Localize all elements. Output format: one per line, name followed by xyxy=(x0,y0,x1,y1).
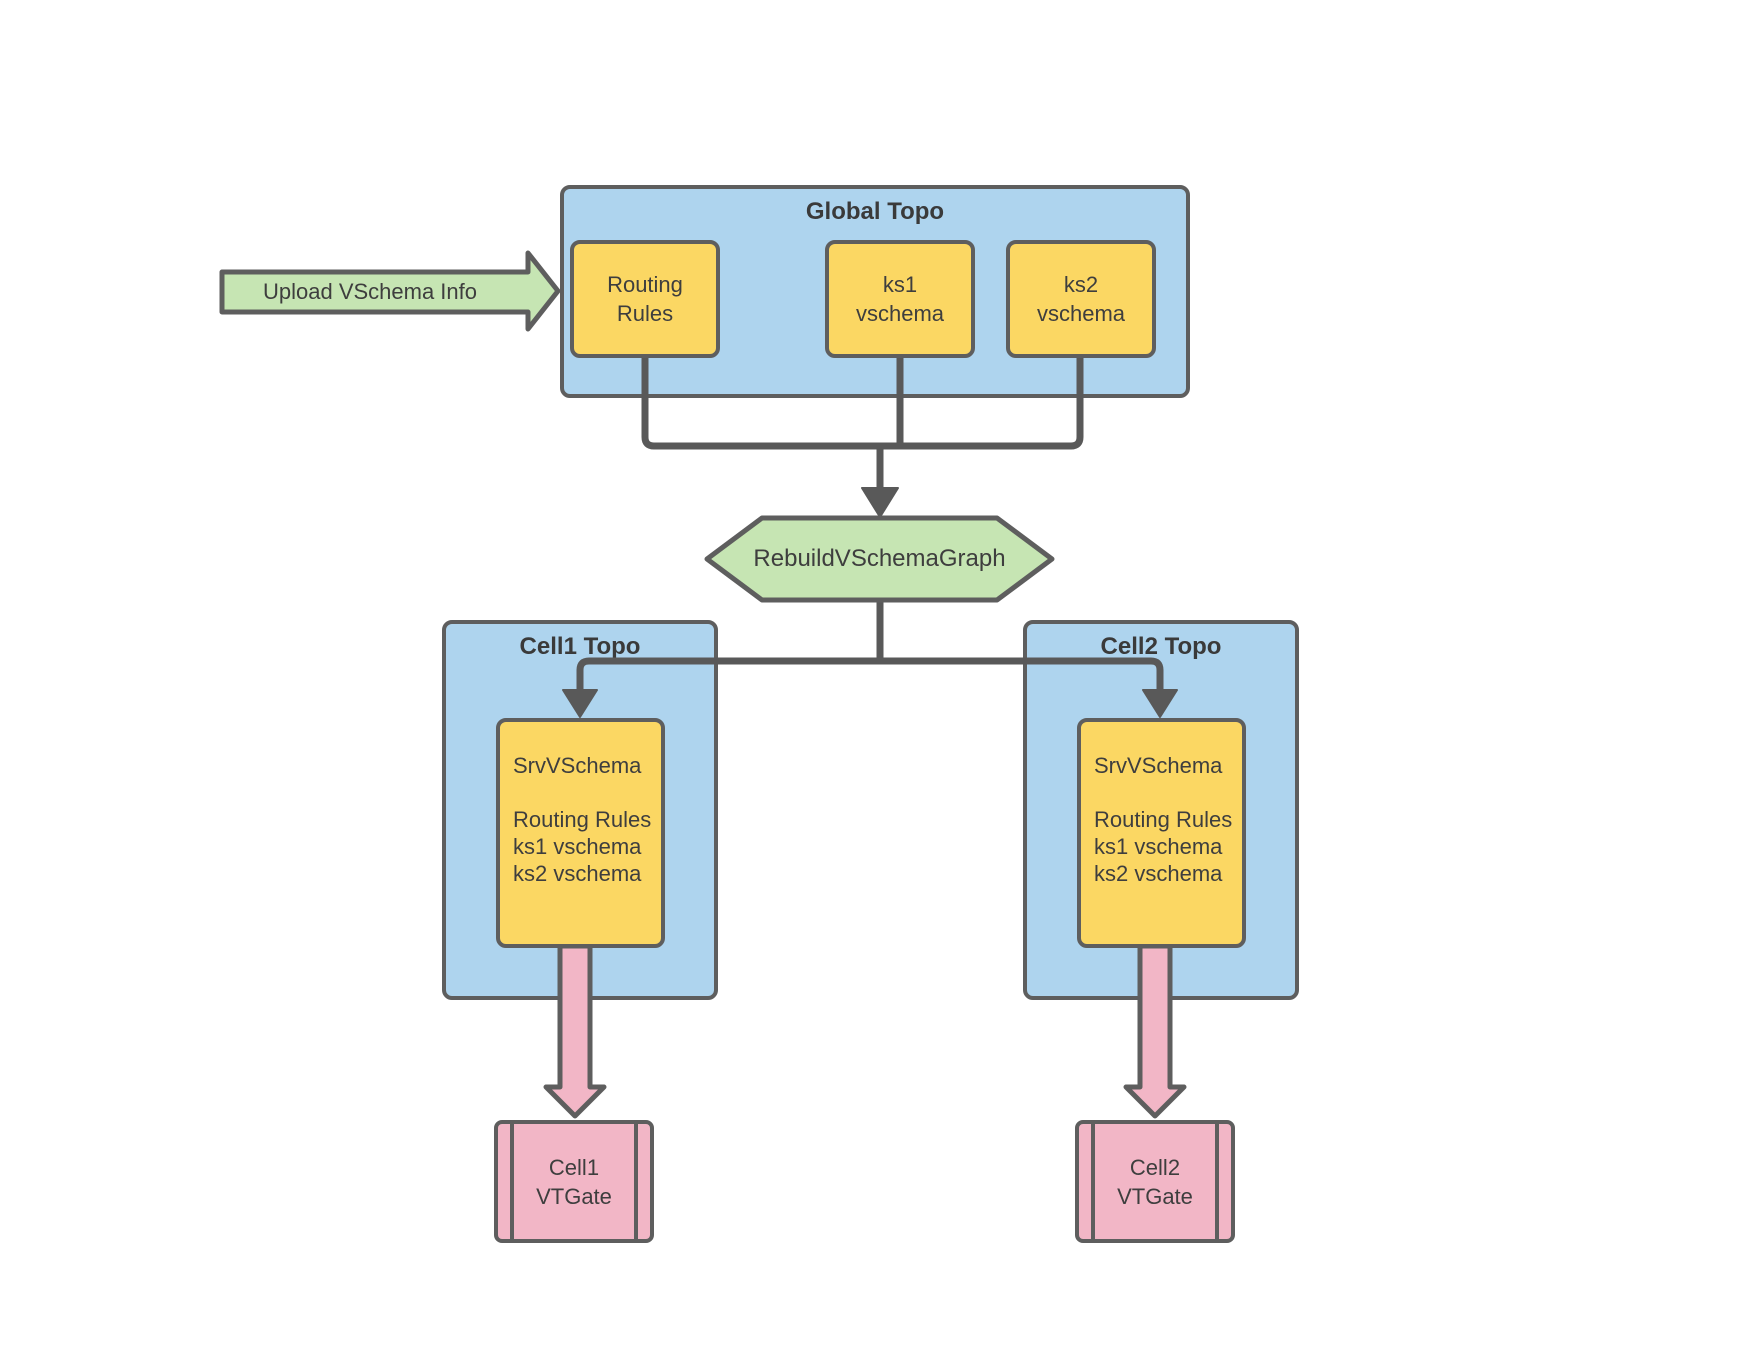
cell2-vtgate-box: Cell2 VTGate xyxy=(1075,1120,1235,1243)
upload-arrow-label: Upload VSchema Info xyxy=(222,272,518,312)
ks2-vschema-line2: vschema xyxy=(1036,301,1126,326)
global-topo-title: Global Topo xyxy=(805,198,945,225)
routing-rules-line1: Routing xyxy=(607,272,683,297)
cell1-srv-line5: ks2 vschema xyxy=(513,861,642,886)
ks1-vschema-line2: vschema xyxy=(855,301,945,326)
routing-rules-box: Routing Rules xyxy=(570,240,720,358)
cell1-vtgate-box: Cell1 VTGate xyxy=(494,1120,654,1243)
cell1-vtgate-right-divider xyxy=(634,1124,638,1239)
ks1-vschema-line1: ks1 xyxy=(882,272,918,297)
ks2-vschema-box: ks2 vschema xyxy=(1006,240,1156,358)
routing-rules-line2: Rules xyxy=(616,301,674,326)
cell2-srvvschema-box: SrvVSchema Routing Rules ks1 vschema ks2… xyxy=(1077,718,1246,948)
cell1-srv-line4: ks1 vschema xyxy=(513,834,642,859)
cell1-srv-line2 xyxy=(513,779,655,806)
cell2-srv-line4: ks1 vschema xyxy=(1094,834,1223,859)
cell1-vtgate-left-divider xyxy=(510,1124,514,1239)
cell1-topo-title: Cell1 Topo xyxy=(519,633,641,660)
cell2-vtgate-left-divider xyxy=(1091,1124,1095,1239)
cell1-srv-line3: Routing Rules xyxy=(513,807,652,832)
cell1-vtgate-line1: Cell1 xyxy=(548,1154,600,1180)
rebuild-hexagon-label: RebuildVSchemaGraph xyxy=(707,518,1052,600)
upload-arrow-text: Upload VSchema Info xyxy=(262,279,478,304)
cell1-srv-line1: SrvVSchema xyxy=(513,753,642,778)
cell2-topo-title: Cell2 Topo xyxy=(1100,633,1222,660)
cell2-srv-line5: ks2 vschema xyxy=(1094,861,1223,886)
cell2-vtgate-line1: Cell2 xyxy=(1129,1154,1181,1180)
cell1-srvvschema-box: SrvVSchema Routing Rules ks1 vschema ks2… xyxy=(496,718,665,948)
arrowhead-to-rebuild xyxy=(861,487,899,518)
rebuild-hexagon-text: RebuildVSchemaGraph xyxy=(753,545,1006,572)
cell2-srv-line3: Routing Rules xyxy=(1094,807,1233,832)
cell2-srv-line2 xyxy=(1094,779,1236,806)
ks2-vschema-line1: ks2 xyxy=(1063,272,1099,297)
cell1-vtgate-line2: VTGate xyxy=(536,1183,612,1209)
cell2-vtgate-right-divider xyxy=(1215,1124,1219,1239)
ks1-vschema-box: ks1 vschema xyxy=(825,240,975,358)
cell2-vtgate-line2: VTGate xyxy=(1117,1183,1193,1209)
cell2-srv-line1: SrvVSchema xyxy=(1094,753,1223,778)
